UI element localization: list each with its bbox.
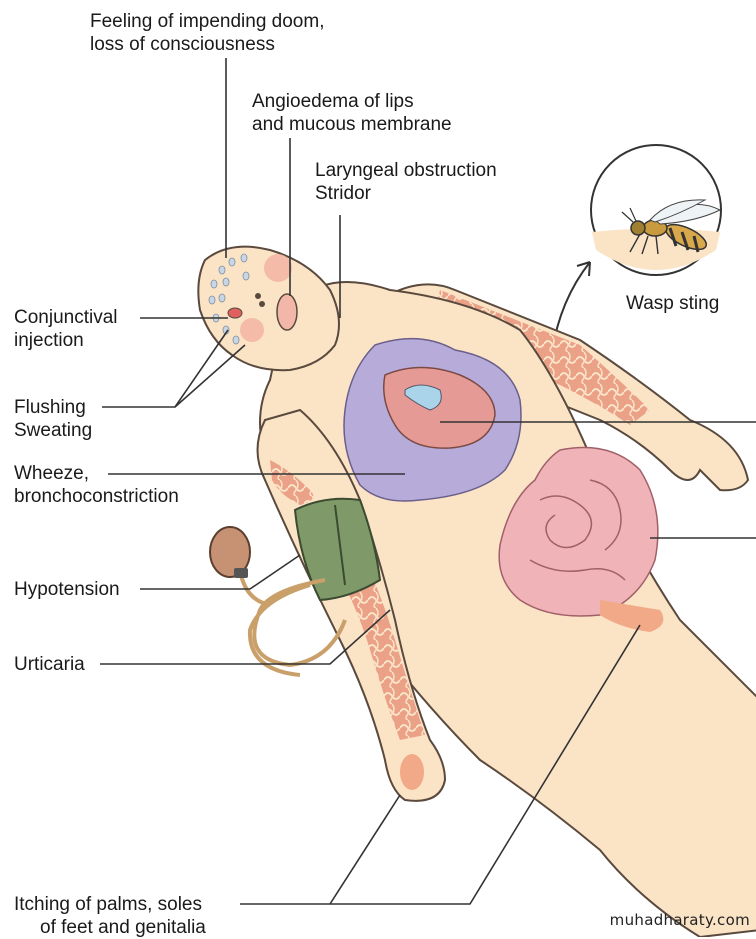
label-urticaria: Urticaria (14, 653, 85, 676)
cheek-flush (264, 254, 292, 282)
swollen-lips (276, 293, 298, 331)
label-conjunctival: Conjunctival injection (14, 306, 118, 352)
sweat-drops (208, 253, 250, 345)
label-flushing: Flushing Sweating (14, 396, 92, 442)
nostril-right (259, 301, 265, 307)
label-wheeze-line1: Wheeze, (14, 463, 89, 484)
cheek-flush-2 (240, 318, 264, 342)
nostril-left (255, 293, 261, 299)
bp-valve (234, 568, 248, 578)
label-hypotension-text: Hypotension (14, 579, 120, 600)
label-angioedema-line2: and mucous membrane (252, 114, 452, 135)
label-conjunctival-line1: Conjunctival (14, 307, 118, 328)
wasp-icon (621, 199, 722, 255)
label-angioedema: Angioedema of lips and mucous membrane (252, 90, 452, 136)
palm-itch-mark (400, 754, 424, 790)
label-laryngeal-line2: Stridor (315, 183, 371, 204)
bp-tubing (247, 578, 347, 677)
label-flushing-line2: Sweating (14, 420, 93, 441)
label-wasp-sting: Wasp sting (626, 292, 719, 315)
label-itching-line2: of feet and genitalia (40, 917, 206, 938)
label-doom-line1: Feeling of impending doom, (90, 11, 325, 32)
chest-urticaria (270, 460, 314, 505)
label-urticaria-text: Urticaria (14, 654, 85, 675)
bp-cuff (293, 497, 382, 602)
label-laryngeal-line1: Laryngeal obstruction (315, 160, 497, 181)
label-itching-line1: Itching of palms, soles (14, 894, 202, 915)
label-wheeze-line2: bronchoconstriction (14, 486, 179, 507)
leader-itching-2 (330, 624, 641, 905)
label-wasp-text: Wasp sting (626, 293, 720, 314)
leader-flushing-2 (174, 344, 246, 408)
label-laryngeal: Laryngeal obstruction Stridor (315, 159, 497, 205)
wasp-sting-inset (590, 144, 722, 276)
leader-urticaria (100, 609, 391, 665)
label-itching: Itching of palms, soles of feet and geni… (14, 893, 206, 939)
watermark: muhadharaty.com (609, 911, 750, 929)
aorta (404, 384, 442, 411)
label-wheeze: Wheeze, bronchoconstriction (14, 462, 179, 508)
bowel-coils (529, 479, 626, 581)
sphygmomanometer (209, 497, 382, 677)
left-arm-urticaria (330, 550, 425, 740)
label-hypotension: Hypotension (14, 578, 120, 601)
leader-flushing (102, 329, 229, 408)
label-angioedema-line1: Angioedema of lips (252, 91, 414, 112)
leader-hypotension (140, 554, 301, 590)
leader-lines (100, 58, 756, 905)
label-doom: Feeling of impending doom, loss of consc… (90, 10, 324, 56)
eye-conjunctiva (227, 307, 243, 319)
label-conjunctival-line2: injection (14, 330, 84, 351)
genital-itch-mark (600, 600, 664, 632)
leader-itching (240, 794, 401, 905)
label-flushing-line1: Flushing (14, 397, 86, 418)
label-doom-line2: loss of consciousness (90, 34, 275, 55)
bp-bulb (209, 526, 251, 578)
